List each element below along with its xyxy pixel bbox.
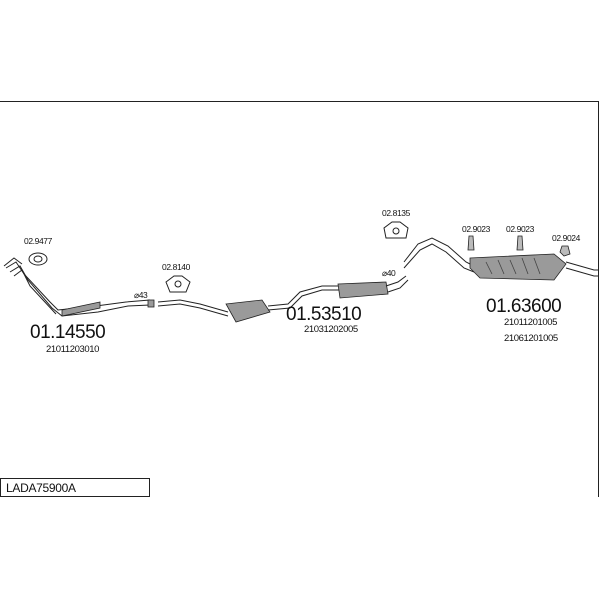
clip-icon [467, 235, 475, 251]
diameter-40-label: ⌀40 [382, 268, 396, 278]
diagram-frame [0, 101, 599, 497]
clip-b-label: 02.9023 [506, 224, 535, 234]
mid-pipe [157, 275, 409, 323]
mid-silencer-oe-number: 21031202005 [304, 324, 358, 335]
diagram-title: LADA75900A [6, 481, 76, 495]
clip-icon [559, 245, 571, 257]
clip-c-label: 02.9024 [552, 233, 581, 243]
front-pipe-oe-number: 21011203010 [46, 344, 99, 355]
hanger-mid-icon [165, 275, 191, 293]
hanger-mid-label: 02.8140 [162, 262, 191, 272]
diameter-43-label: ⌀43 [134, 290, 148, 300]
front-pipe [3, 257, 155, 317]
front-pipe-part-number: 01.14550 [30, 322, 105, 343]
rear-pipe [403, 237, 598, 281]
clip-a-label: 02.9023 [462, 224, 491, 234]
rear-silencer-part-number: 01.63600 [486, 296, 561, 317]
mid-silencer-part-number: 01.53510 [286, 304, 361, 325]
rear-silencer-oe-number: 21011201005 [504, 317, 557, 328]
rear-silencer-oe-number: 21061201005 [504, 333, 558, 344]
gasket-icon [28, 252, 48, 266]
clip-icon [516, 235, 524, 251]
hanger-rear-label: 02.8135 [382, 208, 411, 218]
gasket-label: 02.9477 [24, 236, 53, 246]
hanger-rear-icon [383, 221, 409, 239]
title-box: LADA75900A [0, 478, 150, 497]
